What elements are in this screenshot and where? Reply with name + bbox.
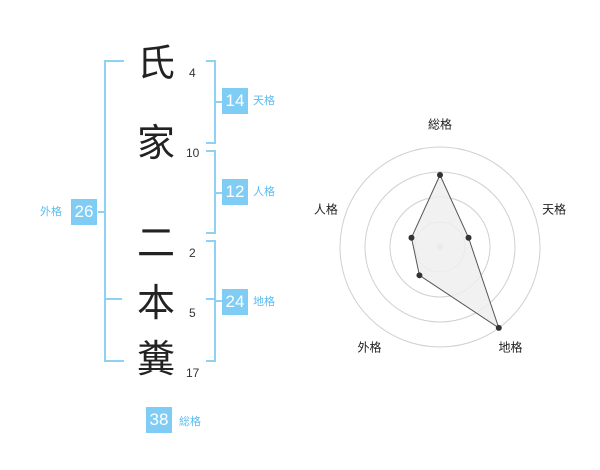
name-char-2: 家 [136,121,175,165]
soukaku-value: 38 [146,407,172,433]
gaikaku-bracket-mid [104,298,122,300]
jinkaku-value: 12 [222,179,248,205]
tenkaku-bracket [206,60,216,144]
radar-axis-label-4: 外格 [357,340,381,355]
radar-axis-label-2: 天格 [542,201,566,216]
stroke-count-1: 4 [189,66,196,80]
jinkaku-bracket [206,150,216,234]
gaikaku-value: 26 [71,199,97,225]
radar-ring-4 [339,146,541,348]
stroke-count-2: 10 [186,146,200,160]
chikaku-bracket-mid [206,298,216,300]
soukaku-label: 総格 [179,415,201,428]
name-char-4: 本 [136,281,175,325]
chikaku-connector [216,300,222,302]
chikaku-value: 24 [222,289,248,315]
radar-point-3 [495,324,502,331]
stroke-count-3: 2 [189,246,196,260]
name-char-5: 糞 [136,337,175,381]
radar-axis-label-5: 人格 [314,201,338,216]
jinkaku-label: 人格 [253,185,275,198]
chikaku-bracket [206,240,216,362]
radar-point-5 [408,234,415,241]
jinkaku-connector [216,192,222,194]
tenkaku-label: 天格 [253,94,275,107]
radar-point-1 [437,172,443,178]
name-char-3: 二 [136,221,175,265]
gaikaku-label: 外格 [40,205,62,218]
name-char-1: 氏 [136,41,175,85]
stroke-count-5: 17 [186,366,200,380]
gaikaku-bracket [104,60,124,362]
radar-point-4 [416,272,423,279]
tenkaku-value: 14 [222,88,248,114]
gaikaku-connector [98,211,104,213]
radar-axis-label-3: 地格 [499,340,523,355]
stroke-count-4: 5 [189,306,196,320]
radar-series-shape [410,173,500,330]
tenkaku-connector [216,101,222,103]
radar-point-2 [465,234,472,241]
chikaku-label: 地格 [253,295,275,308]
radar-axis-label-1: 総格 [428,117,452,132]
